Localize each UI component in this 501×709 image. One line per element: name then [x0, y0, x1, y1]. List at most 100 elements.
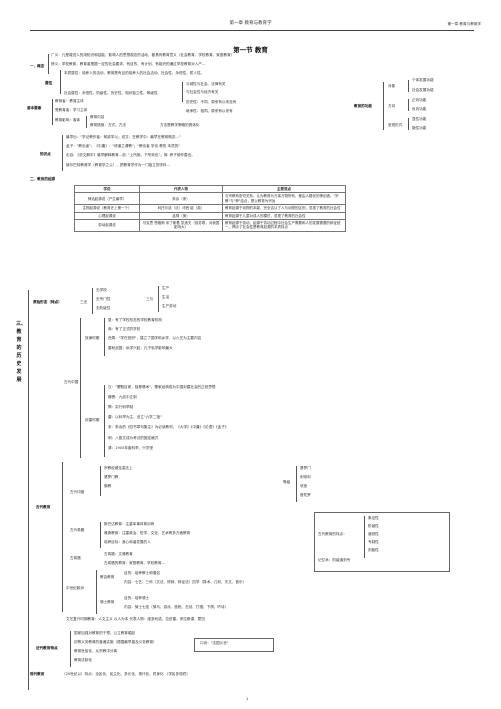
fn-2-0: 显性功能 — [412, 117, 427, 121]
knight-line-0: 目的：培养骑士 — [124, 596, 150, 600]
modern-line-0: 国家加强对教育的干预，公立教育崛起 — [74, 631, 136, 635]
influence-2: 方法是教学策略的具体化 — [160, 123, 200, 127]
concept-narrow: 狭义：学校教育，教育者根据一定的社会要求、有目的、有计划、有组织的通过学校教育对… — [51, 62, 206, 66]
fn-group-2: 呈现形式 — [388, 123, 403, 127]
origin-three-none: 三无 — [80, 300, 88, 304]
table-cell: 孟禄（美） — [139, 211, 223, 221]
rome-line-0: 古希腊：文雅教育 — [104, 552, 133, 556]
feudal-line-1: 魏晋：九品中正制 — [108, 395, 137, 399]
fn-2-1: 隐性功能 — [412, 126, 427, 130]
attr-line-3: 受教育者：学习主体 — [55, 108, 88, 112]
table-cell: 教育起源于儿童对成人的模仿，忽视了教育的社会性 — [222, 211, 346, 221]
table-cell: 教育起源于劳动，起源于劳动过程中社会生产需要和人的发展需要的辩证统一，揭示了社会… — [222, 219, 346, 232]
ancient-china-brace — [80, 318, 81, 458]
greece-brace — [100, 522, 101, 548]
caste-brace — [296, 466, 297, 502]
origin-table: 学说 代表人物 主要观点 神话起源说（产生最早） 朱熹（宋） 与宗教有密切关系，… — [74, 184, 346, 232]
attr-line-4: 教育影响：客体 — [55, 118, 81, 122]
fn-1-1: 负向功能 — [412, 107, 427, 111]
caste-4: 首陀罗 — [300, 493, 311, 497]
ancient-india-label: 古代印度 — [70, 490, 85, 494]
modern-brace — [70, 631, 71, 667]
caste-1: 婆罗门 — [300, 466, 311, 470]
features-box — [314, 512, 450, 572]
fn-1-0: 正向功能 — [412, 98, 427, 102]
table-cell: 神话起源说（产生最早） — [74, 192, 140, 206]
functions-brace — [383, 82, 384, 130]
middle-ages-brace — [96, 570, 97, 614]
table-row: 劳动起源说 马克思 恩格斯 米丁斯基 凯洛夫（前苏联，对我国影响大） 教育起源于… — [74, 219, 346, 232]
kp-2: 出自: 《说文解字》最早解释教育...说: "上所施，下所效也"；育: 养子使作… — [66, 153, 195, 157]
modern-line-3: 教育法制化 — [74, 658, 92, 662]
feudal-era-label: 封建时期 — [85, 418, 100, 422]
ancient-china-label: 古代中国 — [64, 380, 79, 384]
slave-line-3: 春秋战国：私学兴起，孔子私学影响最大 — [108, 346, 173, 350]
ancient-education-brace — [62, 462, 63, 612]
feudal-line-6: 清：1905年废科举、兴学堂 — [108, 446, 154, 450]
sub-line-0: 与城性与社会、法律有关 — [186, 82, 226, 86]
renaissance-line: 文艺复兴时期教育：人文主义 以人为本 代表人物：维多利诺、拉伯雷、伊拉斯谟、蒙田 — [66, 617, 205, 621]
feature-4: 刻板性 — [368, 548, 379, 552]
attr-line-0: 本质属性：培养人的活动，教育是有目的培养人的社会活动、社会性、永恒性、质人性。 — [64, 71, 205, 75]
table-cell: 利托尔诺（法）沛西·能（英） — [139, 204, 223, 213]
ancient-education-label: 古代教育 — [36, 505, 51, 509]
origin-brace — [92, 288, 93, 314]
knight-label: 骑士教育 — [100, 600, 115, 604]
rome-line-1: 古希腊的教育：家庭教育、学校教育... — [104, 561, 165, 565]
church-label: 教会教育 — [100, 575, 115, 579]
modern-label: 近代教育特点 — [36, 646, 58, 650]
slave-era-label: 奴隶时期 — [85, 336, 100, 340]
feature-0: 象征性 — [368, 516, 379, 520]
table-cell: 马克思 恩格斯 米丁斯基 凯洛夫（前苏联，对我国影响大） — [139, 219, 223, 232]
kp-3: 赫尔巴特教育学（教育学之父），把教育学作为一门独立的学科... — [66, 163, 171, 167]
concept-broad: 广义：凡是增进人的用知识和技能、影响人的思想观念的活动，都具有教育意义（社会教育… — [51, 53, 235, 57]
origin-section-label: 二、教育的起源 — [30, 177, 56, 181]
fn-brace-2 — [408, 118, 409, 130]
slave-line-2: 西周："学在官府"，建立了国学和乡学，以六艺为主要内容 — [108, 336, 202, 340]
middle-ages-label: 中世纪欧洲 — [66, 586, 84, 590]
feudal-line-5: 明：八股文成为考试的固定格式 — [108, 436, 159, 440]
functions-label: 教育的功能 — [354, 104, 372, 108]
sub-line-1: 与社会性与经济有关 — [186, 90, 219, 94]
fn-group-0: 对象 — [388, 84, 396, 88]
influence-1: 教育措施：方式、方法 — [90, 123, 126, 127]
kp-0: 最早出："学记教作者：荀欲学以；说文：在教学中：最早在教育概念..." — [66, 135, 181, 139]
feature-2: 道统性 — [368, 532, 379, 536]
modern-line-1: 初等义务教育的普遍实施（德国最早普及义务教育） — [74, 640, 157, 644]
origin-right-0: 生产 — [162, 286, 170, 290]
section-title: 第一节 教育 — [233, 46, 268, 54]
feudal-line-2: 隋：实行科举制 — [108, 405, 134, 409]
modern-tip: 口诀："法国义世" — [200, 641, 229, 645]
history-brace — [28, 290, 29, 690]
church-line-1: 内容：七艺、三科（文法、修辞、辩证法）四学（算术、几何、天文、音乐） — [124, 580, 247, 584]
social-brace — [182, 82, 183, 102]
features-brace — [364, 516, 365, 558]
feudal-line-4: 宋：朱熹的《四书章句集注》为必读教材，《大学》《中庸》《论语》《孟子》 — [108, 425, 229, 429]
feudal-era-brace — [104, 385, 105, 457]
table-cell: 心理起源说 — [74, 211, 140, 221]
india-line-0: 宗教权威至高无上 — [104, 466, 133, 470]
sub-line-2: 历史性：不同、原来有以来没有 — [186, 100, 237, 104]
table-header: 主要观点 — [222, 184, 346, 194]
influence-0: 教育内容 — [90, 115, 105, 119]
greece-label: 古代希腊 — [70, 528, 85, 532]
greece-line-0: 斯巴达教育：注重军事体育训练 — [104, 522, 155, 526]
origin-three-with: 三与 — [146, 297, 154, 301]
elements-brace — [52, 99, 53, 125]
table-header: 代表人物 — [139, 184, 223, 194]
fn-0-0: 个体发展功能 — [412, 78, 434, 82]
attribute-label: 属性 — [45, 81, 53, 85]
table-header: 学说 — [74, 184, 140, 194]
slave-line-1: 商：有了正式的学校 — [108, 327, 141, 331]
header-rule — [30, 30, 474, 31]
feature-1: 阶级性 — [368, 524, 379, 528]
concept-label: 一、概念 — [30, 64, 45, 68]
feudal-line-0: 汉："罢黜百家，独尊儒术"，儒家经典成为中国封建社会的正统思想 — [108, 385, 216, 389]
fn-brace-0 — [408, 80, 409, 92]
india-line-1: 婆罗门教 — [104, 475, 119, 479]
table-row: 生物起源说（教育史上第一个） 利托尔诺（法）沛西·能（英） 教育起源于动物的本能… — [74, 204, 346, 213]
page-header-right: 第一章 教育与教育学 — [447, 22, 482, 26]
table-cell: 与宗教有密切关系，认为教育为万事万物所有，都由人格化的神创造。"宗教"与"神"结… — [222, 192, 346, 206]
history-vertical-label: 三、教育的历史发展 — [16, 321, 27, 383]
elements-label: 基本要素 — [27, 106, 42, 110]
